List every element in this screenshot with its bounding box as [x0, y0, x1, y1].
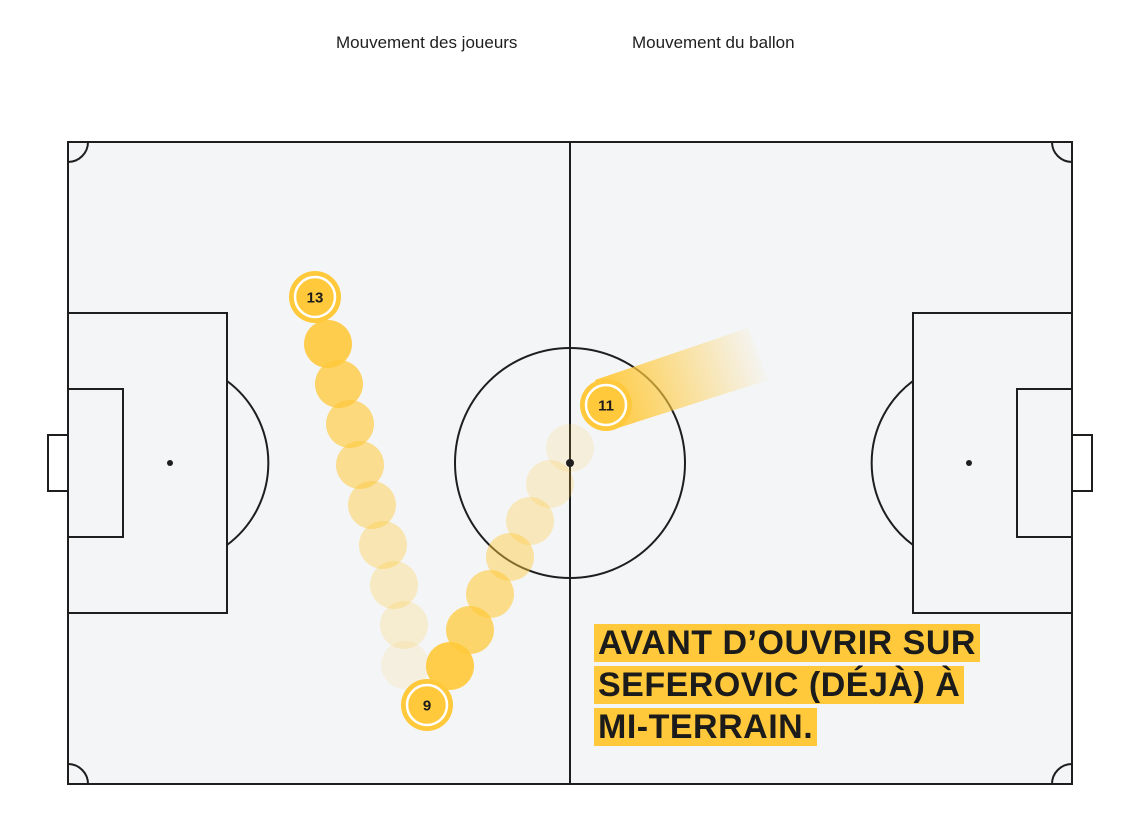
player-11-number: 11 [598, 398, 614, 415]
trail-dot [466, 570, 514, 618]
caption-line-3: MI-TERRAIN. [594, 708, 818, 746]
center-circle [454, 347, 686, 579]
corner-arc-top-right [1051, 141, 1073, 163]
trail-dot [370, 561, 418, 609]
trail-dot [381, 641, 429, 689]
player-11-marker: 11 [580, 379, 632, 431]
center-spot [566, 459, 574, 467]
trail-dot [359, 521, 407, 569]
trail-dot [315, 360, 363, 408]
player-9-trail [426, 424, 594, 690]
trail-dot [380, 601, 428, 649]
player-marker-ring [293, 275, 337, 319]
trail-dot [426, 642, 474, 690]
caption-line-1: AVANT D’OUVRIR SUR [594, 624, 980, 662]
legend-players-movement: Mouvement des joueurs [336, 33, 518, 52]
trail-dot [304, 320, 352, 368]
left-penalty-spot [167, 460, 173, 466]
left-goal [47, 434, 69, 492]
trail-dot [546, 424, 594, 472]
trail-dot [336, 441, 384, 489]
corner-arc-bottom-right [1051, 763, 1073, 785]
trail-dot [526, 460, 574, 508]
ball-movement-trail [595, 328, 768, 428]
trail-dot [446, 606, 494, 654]
legend-ball-movement: Mouvement du ballon [632, 33, 795, 52]
left-penalty-arc [226, 380, 270, 546]
caption-line-2: SEFEROVIC (DÉJÀ) À [594, 666, 965, 704]
player-13-trail [304, 320, 429, 689]
right-penalty-arc [870, 380, 914, 546]
trail-dot [486, 533, 534, 581]
trail-dot [348, 481, 396, 529]
corner-arc-top-left [67, 141, 89, 163]
trail-dot [506, 497, 554, 545]
player-13-marker: 13 [289, 271, 341, 323]
right-penalty-spot [966, 460, 972, 466]
trail-dot [326, 400, 374, 448]
player-marker-ring [584, 383, 628, 427]
player-marker-ring [405, 683, 449, 727]
player-13-number: 13 [307, 290, 324, 307]
corner-arc-bottom-left [67, 763, 89, 785]
player-9-number: 9 [423, 698, 431, 715]
player-9-marker: 9 [401, 679, 453, 731]
annotation-caption: AVANT D’OUVRIR SUR SEFEROVIC (DÉJÀ) À MI… [594, 622, 980, 748]
right-goal [1071, 434, 1093, 492]
